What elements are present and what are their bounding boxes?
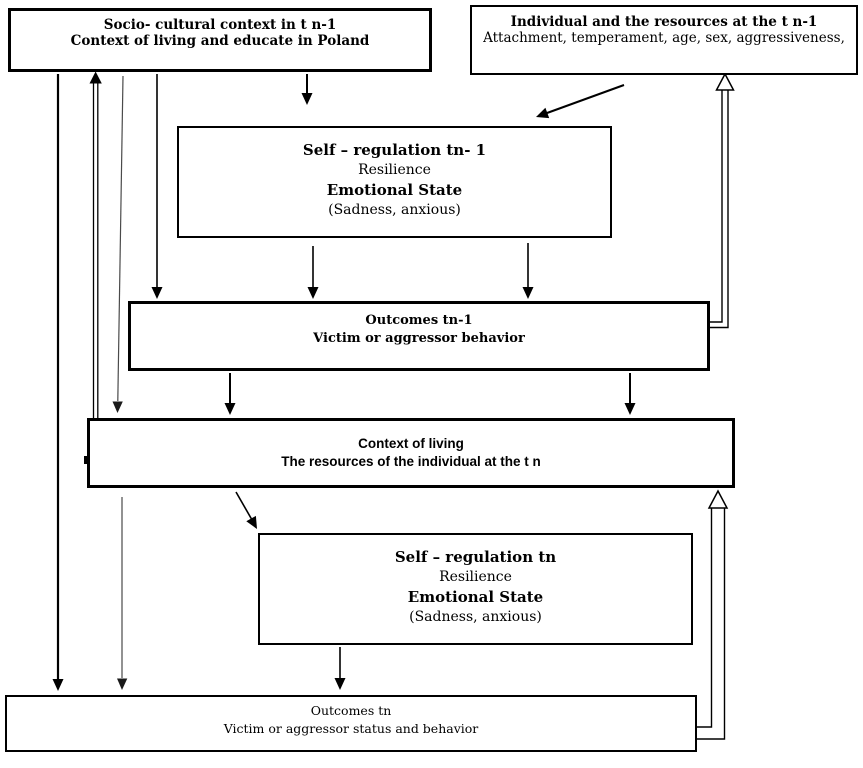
arrow-socio-to-outcomes-tn: [52, 74, 64, 691]
box-context-line-1: Context of living: [358, 436, 464, 451]
box-outcomes1-line-2: Victim or aggressor behavior: [313, 331, 525, 346]
box-socio-line-1: Socio- cultural context in t n-1: [103, 17, 337, 33]
box-self-regulation-tn: Self – regulation tn Resilience Emotiona…: [258, 533, 693, 645]
arrow-selfreg1-to-outcomes1-right: [522, 243, 534, 299]
box-context-of-living: Context of living The resources of the i…: [87, 418, 735, 488]
box-outcomes2-line-1: Outcomes tn: [310, 703, 392, 718]
arrow-socio-to-context-thin: [112, 75, 124, 413]
box-individual-line-2: Attachment, temperament, age, sex, aggre…: [483, 30, 845, 46]
arrow-context-to-outcomes2-thin: [117, 497, 128, 690]
arrow-outcomes2-to-context-feedback: [697, 489, 729, 740]
box-selfreg2-line-2: Resilience: [439, 569, 512, 585]
box-selfreg1-line-1: Self – regulation tn- 1: [302, 141, 487, 159]
box-selfreg2-line-1: Self – regulation tn: [394, 548, 557, 566]
arrow-outcomes1-to-context-left: [224, 373, 236, 415]
box-selfreg1-line-4: (Sadness, anxious): [328, 202, 461, 218]
arrow-context-to-selfreg2: [235, 491, 257, 529]
box-individual-resources: Individual and the resources at the t n-…: [470, 5, 858, 75]
box-selfreg1-line-3: Emotional State: [326, 181, 463, 199]
arrow-selfreg1-to-outcomes1-left: [307, 246, 319, 299]
box-self-regulation-tn-1: Self – regulation tn- 1 Resilience Emoti…: [177, 126, 612, 238]
box-selfreg2-line-3: Emotional State: [407, 588, 544, 606]
box-selfreg1-line-2: Resilience: [358, 162, 431, 178]
box-socio-cultural-context: Socio- cultural context in t n-1 Context…: [8, 8, 432, 72]
arrow-socio-to-selfreg1: [301, 74, 313, 105]
arrow-context-to-socio-feedback: [89, 71, 102, 418]
box-outcomes-tn: Outcomes tn Victim or aggressor status a…: [5, 695, 697, 752]
box-selfreg2-line-4: (Sadness, anxious): [409, 609, 542, 625]
arrow-individual-to-selfreg1: [536, 84, 625, 119]
arrow-outcomes1-to-individual-feedback: [710, 72, 735, 329]
box-context-line-2: The resources of the individual at the t…: [281, 454, 541, 469]
arrow-socio-to-outcomes1: [151, 74, 163, 299]
box-outcomes2-line-2: Victim or aggressor status and behavior: [223, 721, 479, 736]
box-outcomes-tn-1: Outcomes tn-1 Victim or aggressor behavi…: [128, 301, 710, 371]
box-socio-line-2: Context of living and educate in Poland: [70, 33, 370, 49]
box-outcomes1-line-1: Outcomes tn-1: [365, 313, 473, 328]
arrow-selfreg2-to-outcomes2: [334, 647, 346, 690]
box-individual-line-1: Individual and the resources at the t n-…: [510, 14, 818, 30]
arrow-outcomes1-to-context-right: [624, 373, 636, 415]
